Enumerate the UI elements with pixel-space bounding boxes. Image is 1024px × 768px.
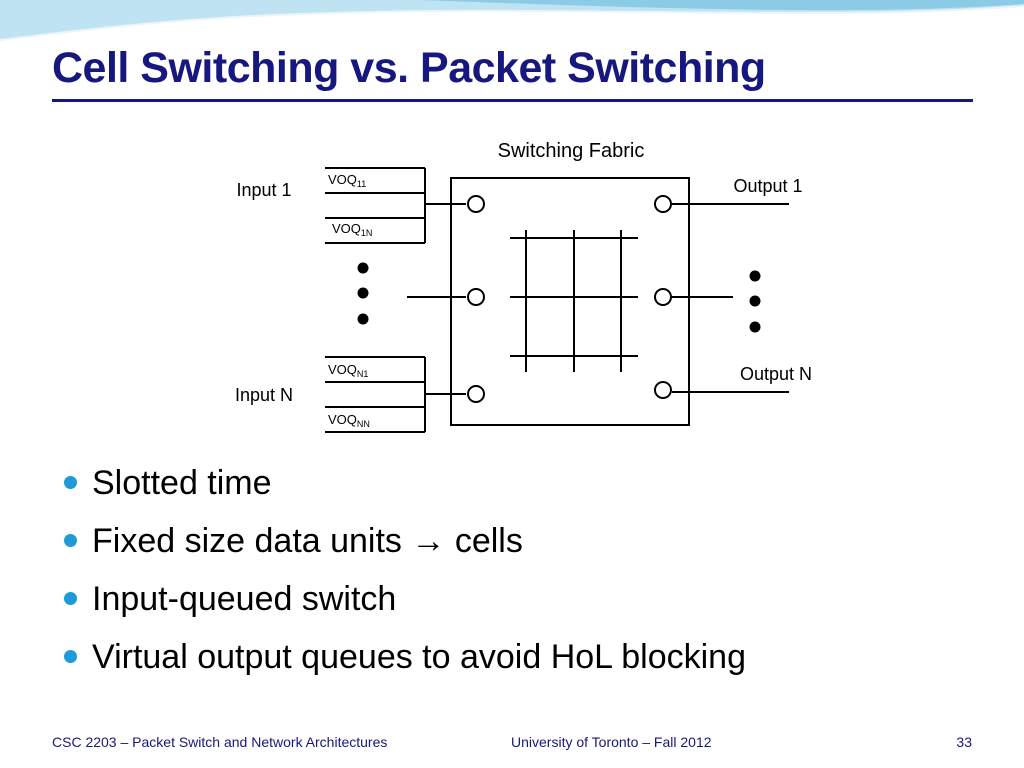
bullet-item: Slotted time [62, 458, 746, 516]
bullet-list: Slotted time Fixed size data units → cel… [62, 458, 746, 690]
input-ellipsis-dots [357, 262, 369, 325]
header-wave-decoration [0, 0, 1024, 41]
bullet-text: Fixed size data units [92, 522, 412, 560]
output-port-n [654, 381, 672, 399]
right-arrow-icon: → [411, 522, 446, 560]
page-number: 33 [956, 734, 972, 750]
voq-bank-input-n [325, 356, 466, 433]
switching-fabric-label: Switching Fabric [498, 140, 645, 162]
crossbar-grid [510, 230, 638, 372]
input-port-n [467, 385, 485, 403]
page-title: Cell Switching vs. Packet Switching [52, 44, 766, 92]
input-n-label: Input N [235, 385, 293, 405]
output-n-label: Output N [740, 364, 812, 384]
fabric-box [450, 177, 690, 426]
bullet-text: Input-queued switch [92, 580, 397, 618]
bullet-dot-icon [64, 476, 77, 489]
voq-n1-label: VOQN1 [328, 362, 368, 379]
output-ellipsis-dots [749, 270, 761, 333]
voq-nn-label: VOQNN [328, 412, 370, 429]
bullet-dot-icon [64, 592, 77, 605]
footer-university: University of Toronto – Fall 2012 [511, 734, 712, 750]
bullet-text: Slotted time [92, 464, 272, 502]
voq-bank-input-1 [325, 167, 466, 244]
title-underline [52, 99, 973, 102]
bullet-item: Input-queued switch [62, 574, 746, 632]
voq-1n-label: VOQ1N [332, 221, 372, 238]
bullet-dot-icon [64, 650, 77, 663]
output-port-1 [654, 195, 672, 213]
bullet-text: Virtual output queues to avoid HoL block… [92, 638, 747, 676]
input-1-label: Input 1 [236, 180, 291, 200]
bullet-item: Virtual output queues to avoid HoL block… [62, 632, 746, 690]
output-1-label: Output 1 [733, 176, 802, 196]
input-port-1 [467, 195, 485, 213]
footer-course: CSC 2203 – Packet Switch and Network Arc… [52, 734, 388, 750]
bullet-dot-icon [64, 534, 77, 547]
output-port-middle [654, 288, 672, 306]
voq-11-label: VOQ11 [328, 172, 366, 189]
bullet-text: cells [445, 522, 523, 560]
bullet-item: Fixed size data units → cells [62, 516, 746, 574]
input-port-middle [467, 288, 485, 306]
